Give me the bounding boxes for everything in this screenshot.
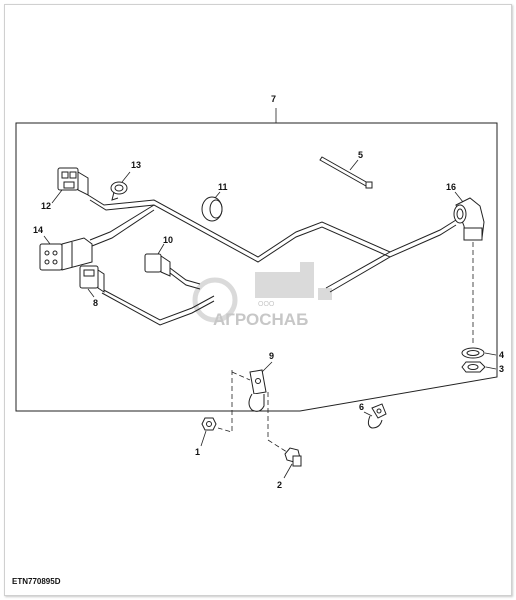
connector-14 (39, 237, 93, 271)
leader-12 (51, 189, 63, 204)
leader-4 (484, 352, 497, 356)
leader-2 (283, 463, 293, 479)
leader-5 (349, 159, 359, 171)
callout-4: 4 (499, 350, 504, 360)
watermark-text: АГРОСНАБ (213, 310, 308, 329)
leader-10 (157, 243, 165, 255)
clip-6 (367, 403, 387, 429)
leader-8 (87, 288, 95, 298)
harness-frame (15, 122, 498, 412)
washer-4 (461, 347, 485, 359)
bolt-2 (284, 447, 302, 467)
leader-3 (485, 366, 497, 370)
callout-3: 3 (499, 364, 504, 374)
nut-1 (201, 417, 217, 431)
connector-8 (79, 265, 105, 293)
clip-13 (110, 181, 128, 201)
assembly-dashes (217, 370, 291, 455)
watermark-gear-icon (192, 277, 238, 323)
connector-10 (144, 253, 171, 277)
callout-13: 13 (131, 160, 141, 170)
leader-14 (43, 235, 51, 245)
callout-12: 12 (41, 201, 51, 211)
callout-7: 7 (271, 94, 276, 104)
wiring-harness (87, 194, 457, 326)
callout-2: 2 (277, 480, 282, 490)
leader-9 (261, 361, 273, 373)
leader-1 (200, 430, 207, 447)
callout-9: 9 (269, 351, 274, 361)
cable-tie-5 (319, 156, 373, 189)
callout-11: 11 (218, 182, 228, 192)
leader-11 (214, 191, 221, 199)
figure-code: ETN770895D (12, 577, 61, 586)
callout-8: 8 (93, 298, 98, 308)
watermark-small-text: ООО (258, 301, 275, 308)
callout-16: 16 (446, 182, 456, 192)
watermark-logo: ООО АГРОСНАБ (192, 262, 332, 329)
watermark-tractor-icon (255, 262, 332, 300)
sheet-border (4, 4, 512, 596)
leader-6 (363, 411, 373, 417)
callout-1: 1 (195, 447, 200, 457)
clamp-9 (248, 369, 267, 412)
callout-5: 5 (358, 150, 363, 160)
callout-14: 14 (33, 225, 43, 235)
grommet-11 (201, 196, 223, 222)
elbow-connector-16 (453, 197, 485, 241)
callout-6: 6 (359, 402, 364, 412)
nut-3 (461, 361, 486, 373)
connector-12 (57, 167, 89, 196)
leader-13 (121, 171, 131, 183)
leader-16 (454, 191, 464, 203)
callout-10: 10 (163, 235, 173, 245)
